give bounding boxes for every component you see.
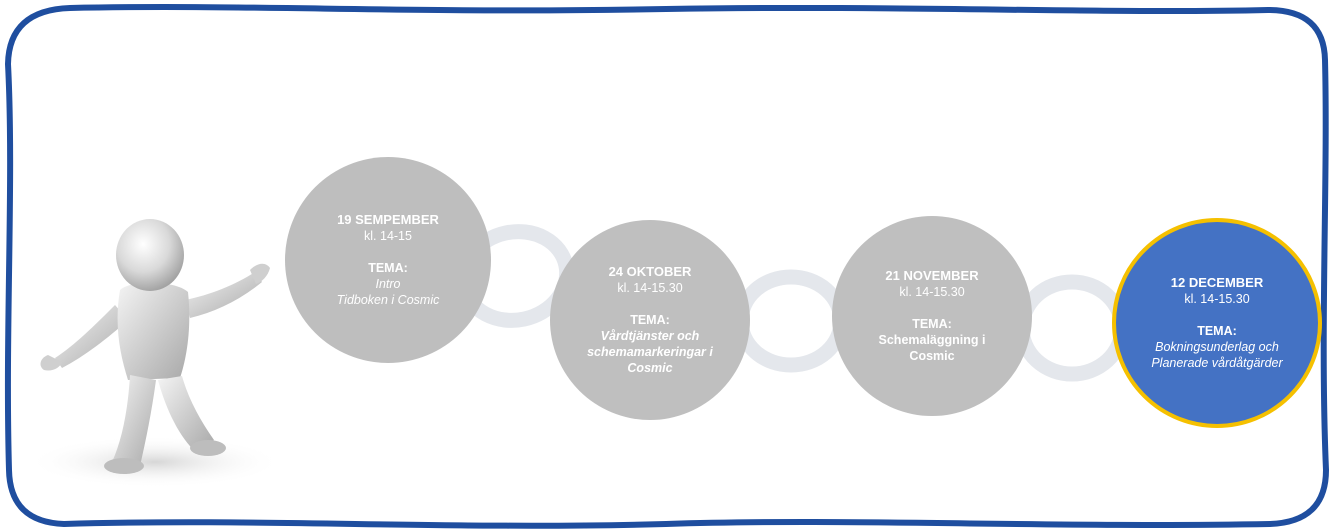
chain-link-2 bbox=[733, 269, 849, 373]
event-circle-2: 24 OKTOBER kl. 14-15.30 TEMA: Vårdtjänst… bbox=[550, 220, 750, 420]
event-theme-text: Schemaläggning i Cosmic bbox=[879, 332, 986, 364]
presenter-3d-person-icon bbox=[27, 219, 283, 488]
event-date: 12 DECEMBER bbox=[1170, 275, 1264, 290]
event-theme-line: Cosmic bbox=[627, 361, 673, 375]
rounded-frame bbox=[4, 4, 1329, 529]
event-theme-text: Intro Tidboken i Cosmic bbox=[337, 276, 440, 308]
event-theme-label: TEMA: bbox=[630, 313, 670, 327]
event-circle-3: 21 NOVEMBER kl. 14-15.30 TEMA: Schemaläg… bbox=[832, 216, 1032, 416]
event-theme-line: Bokningsunderlag och bbox=[1155, 340, 1279, 354]
event-time: kl. 14-15.30 bbox=[1184, 292, 1250, 306]
event-theme-label: TEMA: bbox=[912, 317, 952, 331]
event-circle-4-highlighted: 12 DECEMBER kl. 14-15.30 TEMA: Bokningsu… bbox=[1112, 218, 1322, 428]
event-theme-label: TEMA: bbox=[368, 261, 408, 275]
event-theme-line: Schemaläggning i bbox=[878, 333, 986, 347]
event-time: kl. 14-15.30 bbox=[617, 281, 683, 295]
event-theme-label: TEMA: bbox=[1197, 324, 1237, 338]
event-date: 24 OKTOBER bbox=[608, 264, 692, 279]
chain-link-3 bbox=[1014, 274, 1130, 382]
event-theme-line: Vårdtjänster och bbox=[600, 329, 700, 343]
event-circle-1: 19 SEMPEMBER kl. 14-15 TEMA: Intro Tidbo… bbox=[285, 157, 491, 363]
event-theme-line: Intro bbox=[375, 277, 401, 291]
event-time: kl. 14-15 bbox=[364, 229, 412, 243]
event-theme-text: Vårdtjänster och schemamarkeringar i Cos… bbox=[587, 328, 713, 376]
event-theme-text: Bokningsunderlag och Planerade vårdåtgär… bbox=[1151, 339, 1282, 371]
event-theme-line: Planerade vårdåtgärder bbox=[1151, 356, 1283, 370]
event-date: 19 SEMPEMBER bbox=[337, 212, 439, 227]
event-theme-line: Cosmic bbox=[909, 349, 955, 363]
event-date: 21 NOVEMBER bbox=[885, 268, 979, 283]
event-theme-line: schemamarkeringar i bbox=[587, 345, 713, 359]
event-time: kl. 14-15.30 bbox=[899, 285, 965, 299]
event-theme-line: Tidboken i Cosmic bbox=[336, 293, 440, 307]
